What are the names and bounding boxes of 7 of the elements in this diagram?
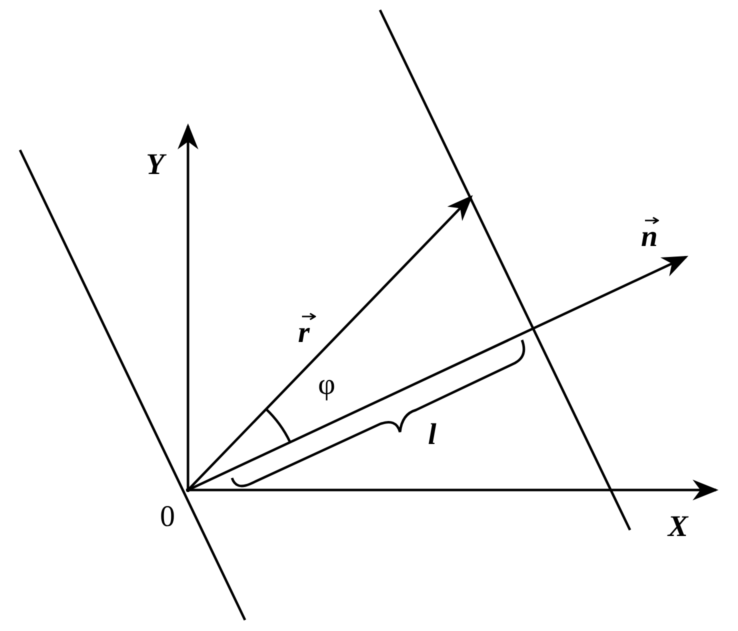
origin-label: 0 [160,502,175,532]
axis-label: Y [146,150,164,180]
axis-label: X [668,512,688,542]
vector-label: n [641,222,658,252]
angle-label: φ [318,370,336,400]
distance-label: l [428,420,436,450]
vector-label: r [298,318,310,348]
